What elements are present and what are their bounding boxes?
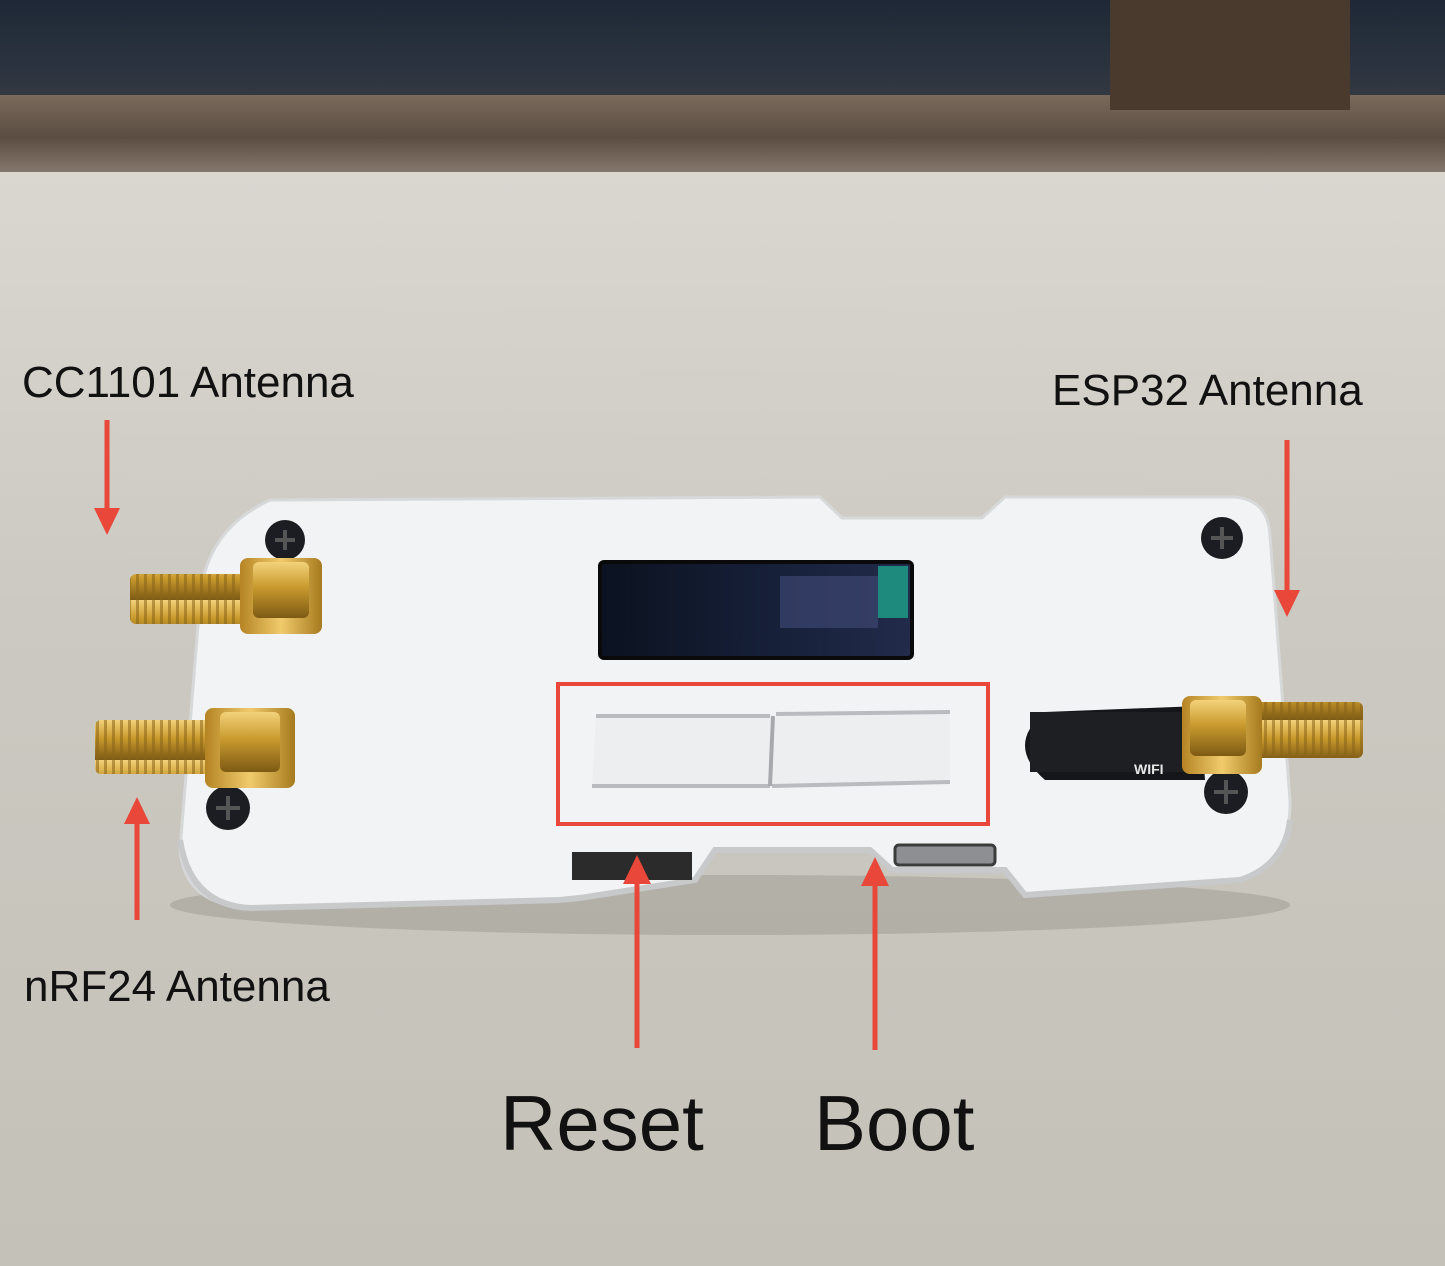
background-post bbox=[1110, 0, 1350, 110]
device-case bbox=[178, 495, 1292, 910]
nrf24-antenna-label: nRF24 Antenna bbox=[24, 962, 330, 1011]
nrf24-arrow bbox=[124, 797, 150, 920]
button-divider bbox=[768, 715, 775, 787]
esp32-antenna-module bbox=[1030, 712, 1200, 772]
nrf24-connector bbox=[95, 708, 295, 788]
device-case-edge bbox=[177, 819, 1293, 912]
boot-button[interactable] bbox=[771, 710, 951, 788]
screw-icon bbox=[206, 786, 250, 830]
esp32-antenna-label: ESP32 Antenna bbox=[1052, 366, 1363, 415]
oled-screen-corner bbox=[878, 566, 908, 618]
usb-port bbox=[893, 843, 997, 867]
cc1101-antenna-label: CC1101 Antenna bbox=[22, 358, 354, 407]
buttons-highlight-box bbox=[556, 682, 990, 826]
esp32-arrow bbox=[1274, 440, 1300, 617]
screw-icon bbox=[265, 520, 305, 560]
cc1101-connector bbox=[130, 558, 322, 634]
reset-label: Reset bbox=[500, 1079, 704, 1167]
wifi-marking: WIFI bbox=[1134, 761, 1164, 777]
boot-arrow bbox=[861, 857, 889, 1050]
oled-screen-glare bbox=[780, 576, 878, 628]
boot-label: Boot bbox=[814, 1079, 975, 1167]
screw-icon bbox=[1204, 770, 1248, 814]
reset-button[interactable] bbox=[592, 714, 770, 788]
screw-icon bbox=[1201, 517, 1243, 559]
reset-arrow bbox=[623, 855, 651, 1048]
cc1101-arrow bbox=[94, 420, 120, 535]
esp32-connector bbox=[1182, 696, 1363, 774]
